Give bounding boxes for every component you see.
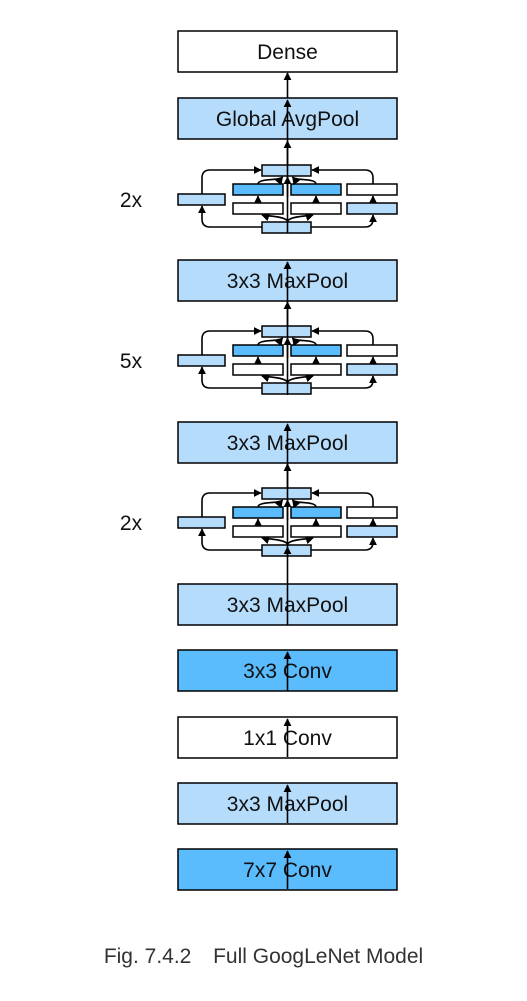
inception-3-b4-out: [311, 166, 374, 184]
inception-1-branch3-conv5x5: [290, 506, 342, 519]
inception-3-fan-left: [261, 213, 289, 223]
inception-3-branch2-conv1x1: [232, 202, 284, 215]
inception-2-branch4-conv1x1: [346, 344, 398, 357]
inception-1-input: [261, 544, 312, 557]
inception-3-branch4-conv1x1: [346, 183, 398, 196]
inception-2-fan-left: [261, 374, 289, 384]
inception-2-input: [261, 382, 312, 395]
figure-number: Fig. 7.4.2: [103, 945, 192, 968]
inception-1-branch2-conv1x1: [232, 525, 284, 538]
inception-2-branch2-conv1x1: [232, 363, 284, 376]
inception-1-b4-in: [311, 537, 377, 551]
inception-3-b3-concat: [291, 176, 317, 186]
inception-2-b3-concat: [291, 337, 317, 347]
inception-3-branch3-conv5x5: [290, 183, 342, 196]
inception-2-branch4-maxpool: [346, 363, 398, 376]
dense-box: [177, 30, 398, 73]
inception-2-repeat-label: 5x: [120, 350, 143, 373]
inception-3-branch2-conv3x3: [232, 183, 284, 196]
inception-3-input: [261, 221, 312, 234]
inception-1-branch4-maxpool: [346, 525, 398, 538]
inception-2-b1-out: [201, 327, 262, 355]
inception-2-b4-out: [311, 327, 374, 345]
inception-2-concat: [261, 325, 312, 338]
inception-2-branch3-conv1x1: [290, 363, 342, 376]
inception-3-repeat-label: 2x: [120, 189, 143, 212]
inception-2-b2-concat: [257, 337, 284, 347]
inception-1-concat: [261, 487, 312, 500]
inception-1-branch3-conv1x1: [290, 525, 342, 538]
inception-3-branch4-maxpool: [346, 202, 398, 215]
inception-2-branch3-conv5x5: [290, 344, 342, 357]
inception-1-b1-in: [198, 528, 262, 551]
inception-3-fan-right: [286, 213, 314, 223]
inception-1-b4-out: [311, 489, 374, 507]
inception-3-branch3-conv1x1: [290, 202, 342, 215]
inception-1-b3-concat: [291, 499, 317, 509]
dense-label: Dense: [257, 41, 318, 64]
inception-1-b1-out: [201, 489, 262, 517]
inception-2-branch2-conv3x3: [232, 344, 284, 357]
inception-3-concat: [261, 164, 312, 177]
inception-3-b1-in: [198, 205, 262, 228]
inception-1-branch4-conv1x1: [346, 506, 398, 519]
inception-3-branch1-conv1x1: [177, 193, 226, 206]
inception-3-b4-in: [311, 214, 377, 228]
inception-3-b2-concat: [257, 176, 284, 186]
inception-1-branch2-conv3x3: [232, 506, 284, 519]
inception-1-branch1-conv1x1: [177, 516, 226, 529]
inception-3-b1-out: [201, 166, 262, 194]
inception-2-b1-in: [198, 366, 262, 389]
inception-2-branch1-conv1x1: [177, 354, 226, 367]
inception-1-repeat-label: 2x: [120, 512, 143, 535]
inception-2-fan-right: [286, 374, 314, 384]
inception-1-fan-right: [286, 536, 314, 546]
figure-title: Full GoogLeNet Model: [213, 945, 424, 968]
figure-caption: Fig. 7.4.2 Full GoogLeNet Model: [0, 945, 527, 969]
inception-2-b4-in: [311, 375, 377, 389]
inception-1-fan-left: [261, 536, 289, 546]
inception-1-b2-concat: [257, 499, 284, 509]
